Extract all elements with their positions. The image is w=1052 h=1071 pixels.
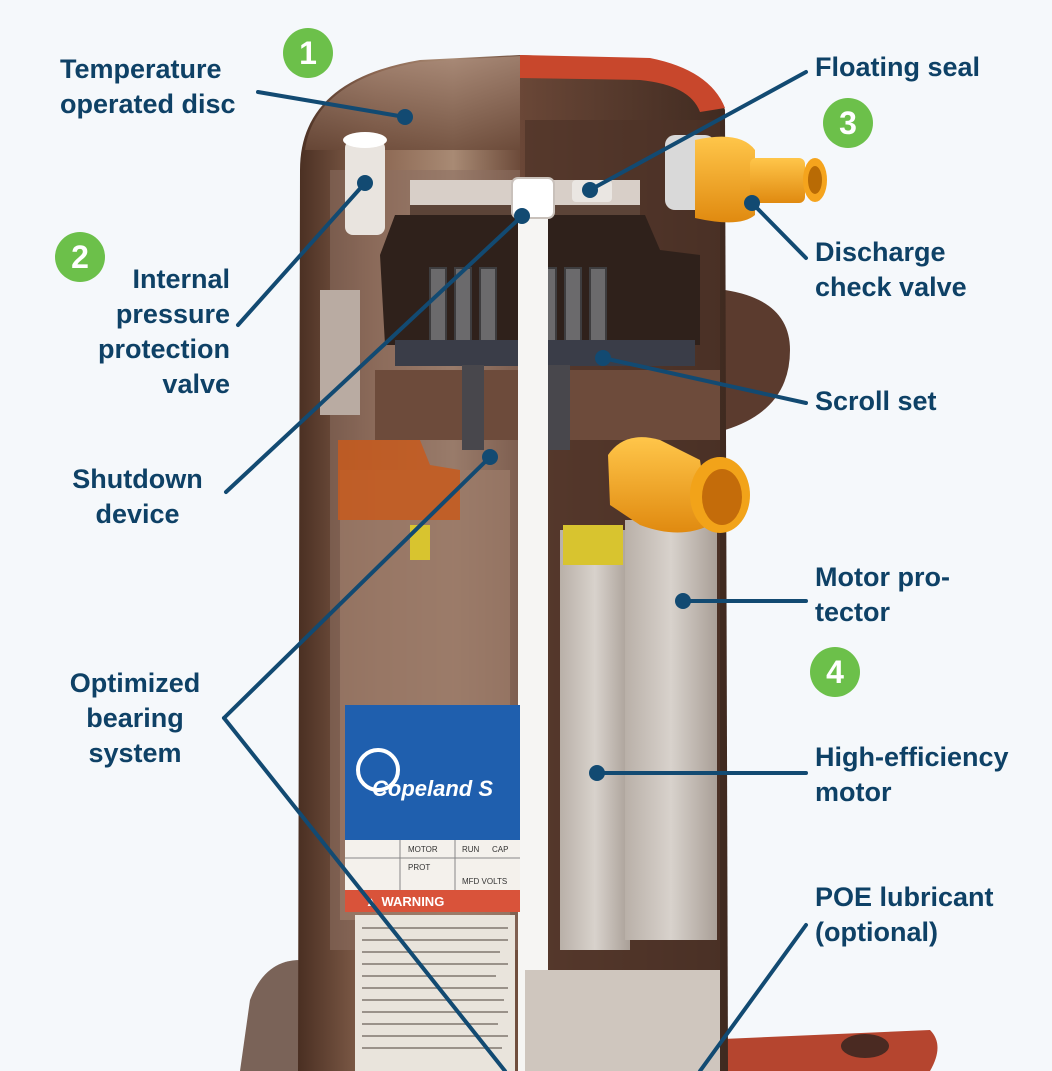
- leader-poe-lubricant: [698, 923, 808, 1071]
- label-discharge-valve: Discharge check valve: [815, 237, 967, 302]
- suction-fitting: [608, 437, 750, 533]
- oil-sump: [525, 970, 720, 1071]
- leader-discharge-valve: [750, 201, 808, 260]
- badge-3: 3: [823, 98, 873, 148]
- leader-dots: [357, 109, 760, 781]
- product-label: Copeland S MOTOR RUN CAP PROT MFD VOLTS …: [345, 705, 520, 1071]
- discharge-valve-fitting: [665, 135, 827, 223]
- copeland-logo-mark: [356, 748, 400, 792]
- stator-right-a: [560, 530, 630, 950]
- leader-lines: [222, 70, 808, 1071]
- scroll-teeth: [429, 267, 607, 344]
- leader-scroll-set: [601, 356, 808, 405]
- warning-banner: ▲ WARNING: [365, 894, 444, 909]
- base-foot-right: [700, 1030, 938, 1071]
- badge-4: 4: [810, 647, 860, 697]
- shutdown-device-cap: [511, 177, 555, 219]
- label-floating-seal: Floating seal: [815, 52, 981, 82]
- badge-1: 1: [283, 28, 333, 78]
- yellow-winding-left: [410, 525, 430, 560]
- leader-temperature-disc: [256, 90, 407, 119]
- label-temperature-disc: Temperature operated disc: [60, 54, 236, 119]
- left-bracket: [320, 290, 360, 415]
- label-poe-lubricant: POE lubricant (optional): [815, 882, 994, 947]
- leader-pressure-valve: [236, 181, 367, 327]
- counterweight-left: [338, 440, 460, 520]
- badge-2: 2: [55, 232, 105, 282]
- base-foot-left: [240, 960, 300, 1071]
- side-bracket: [725, 290, 790, 430]
- leader-bearing-a: [222, 455, 492, 720]
- base-bolt: [841, 1034, 889, 1058]
- yellow-winding-right: [563, 525, 623, 565]
- label-table-header-1: MOTOR: [408, 845, 438, 854]
- pressure-valve-top: [343, 132, 387, 148]
- crankshaft: [518, 190, 548, 1071]
- label-motor: High-efficiency motor: [815, 742, 1009, 807]
- label-motor-protector: Motor pro- tector: [815, 562, 950, 627]
- leader-bearing-b: [222, 716, 507, 1071]
- brand-name: Copeland S: [372, 776, 493, 801]
- label-pressure-valve: Internal pressure protection valve: [98, 264, 230, 399]
- label-table-header-3: CAP: [492, 845, 508, 854]
- leader-floating-seal: [588, 70, 808, 192]
- stator-right-b: [625, 520, 717, 940]
- label-bearing-system: Optimized bearing system: [69, 668, 201, 768]
- label-table-header-2: RUN: [462, 845, 480, 854]
- label-table-header-4: PROT: [408, 863, 430, 872]
- shaft-post-right: [548, 365, 570, 450]
- dome-cap: [305, 56, 520, 150]
- compressor-body: Copeland S MOTOR RUN CAP PROT MFD VOLTS …: [240, 55, 938, 1071]
- label-table-header-5: MFD VOLTS: [462, 877, 507, 886]
- leader-shutdown-device: [224, 214, 524, 494]
- shaft-post-left: [462, 365, 484, 450]
- label-scroll-set: Scroll set: [815, 386, 937, 416]
- label-shutdown-device: Shutdown device: [72, 464, 203, 529]
- red-cap-edge: [520, 55, 725, 112]
